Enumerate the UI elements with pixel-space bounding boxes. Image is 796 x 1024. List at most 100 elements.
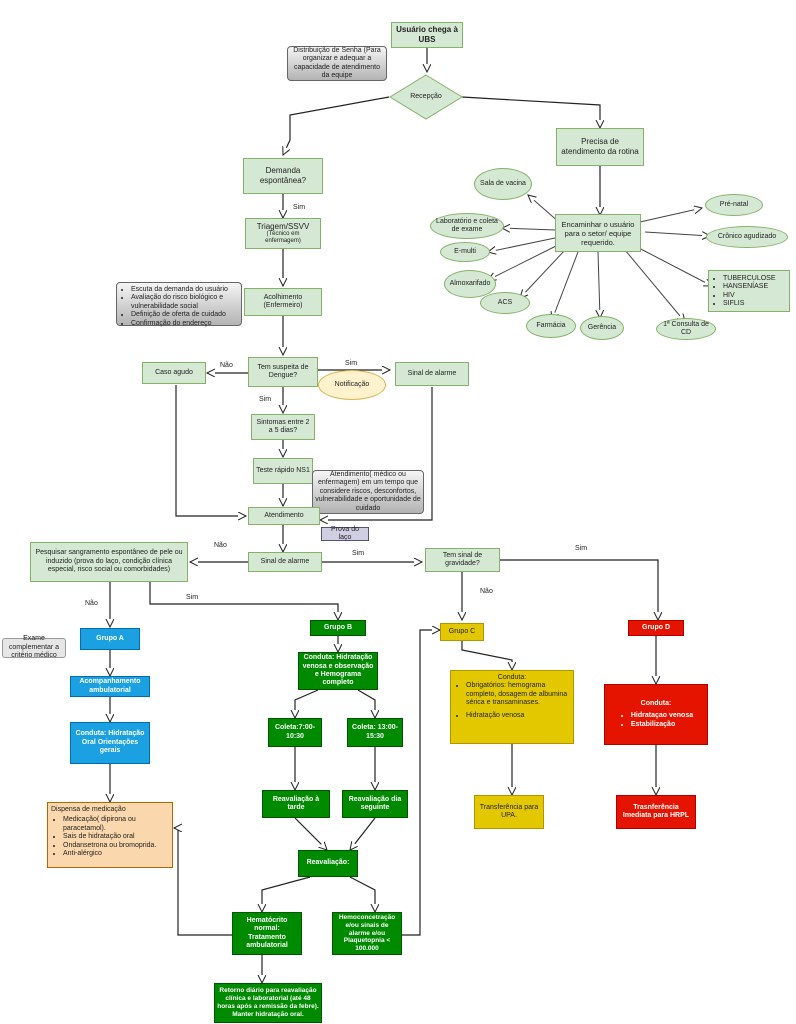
reeval-next-day-label: Reavaliação dia seguinte	[348, 795, 402, 811]
bleeding-check-label: Pesquisar sangramento espontâneo de pele…	[35, 549, 183, 574]
reception-tasks-note: Escuta da demanda do usuário Avaliação d…	[116, 282, 242, 328]
normal-hematocrit-node: Hematócrito normal: Tratamento ambulator…	[232, 912, 302, 955]
emulti-label: E-multi	[454, 247, 476, 255]
disease-item: HANSENÍASE	[723, 283, 776, 291]
vaccine-room-label: Sala de vacina	[480, 179, 526, 187]
conduct-d-title: Conduta:	[640, 699, 672, 707]
group-a-label: Grupo A	[96, 634, 124, 642]
disease-item: TUBERCULOSE	[723, 275, 776, 283]
notification-node: Notificação	[318, 370, 386, 400]
label-nao-severity: Não	[480, 588, 493, 595]
conduct-c-title: Conduta:	[497, 674, 527, 681]
severity-node: Tem sinal de gravidade?	[425, 548, 500, 572]
group-d-label: Grupo D	[642, 623, 670, 631]
collection-afternoon-node: Coleta: 13:00- 15:30	[347, 718, 403, 747]
management-node: Gerência	[580, 316, 624, 340]
laboratory-label: Laboratório e coleta de exame	[436, 217, 498, 233]
conduct-d-node: Conduta: Hidrataçao venosa Estabilização	[604, 684, 708, 745]
diseases-node: TUBERCULOSE HANSENÍASE HIV SIFLIS	[708, 270, 790, 312]
notification-label: Notificação	[334, 380, 370, 388]
reeval-afternoon-node: Reavaliação à tarde	[262, 790, 330, 818]
conduct-b-node: Conduta: Hidratação venosa e observação …	[298, 652, 378, 690]
conduct-c-item: Obrigatórios: hemograma completo, dosage…	[466, 682, 570, 707]
conduct-c-item: Hidratação venosa	[466, 712, 570, 720]
medication-item: Ondansetrona ou bromoprida.	[63, 842, 169, 850]
bleeding-check-node: Pesquisar sangramento espontâneo de pele…	[30, 542, 188, 582]
conduct-d-list: Hidrataçao venosa Estabilização	[619, 712, 693, 729]
hemoconcentration-label: Hemoconcetração e/ou sinais de alarme e/…	[338, 914, 396, 953]
conduct-a-label: Conduta: Hidratação Oral Orientações ger…	[75, 730, 145, 755]
medication-item: Medicação( dipirona ou paracetamol).	[63, 816, 169, 833]
symptoms-node: Sintomas entre 2 a 5 dias?	[251, 414, 315, 440]
medication-dispense-title: Dispensa de medicação	[51, 806, 126, 813]
conduct-b-label: Conduta: Hidratação venosa e observação …	[302, 654, 374, 687]
password-distribution-note: Distribuição de Senha (Para organizar e …	[287, 46, 387, 81]
label-nao-alarm: Não	[214, 542, 227, 549]
hrpl-transfer-label: Trasnferência Imediata para HRPL	[622, 803, 690, 819]
route-patient-node: Encaminhar o usuário para o setor/ equip…	[555, 214, 641, 252]
pharmacy-node: Farmácia	[526, 314, 576, 338]
tourniquet-test-label: Prova do laço	[330, 525, 360, 541]
label-nao-dengue: Não	[220, 362, 233, 369]
label-sim-symptoms: Sim	[259, 396, 272, 403]
chronic-node: Crônico agudizado	[706, 226, 788, 248]
routine-care-label: Precisa de atendimento da rotina	[561, 137, 639, 156]
group-a-node: Grupo A	[80, 628, 140, 650]
extra-exam-text: Exame complementar a critério médico	[8, 635, 60, 660]
conduct-c-list: Obrigatórios: hemograma completo, dosage…	[454, 682, 570, 720]
spontaneous-demand-node: Demanda espontânea?	[243, 158, 323, 194]
vaccine-room-node: Sala de vacina	[474, 168, 532, 200]
conduct-c-node: Conduta: Obrigatórios: hemograma complet…	[450, 670, 574, 744]
reeval-next-day-node: Reavaliação dia seguinte	[342, 790, 408, 818]
dengue-suspicion-label: Tem suspeita de Dengue?	[257, 363, 309, 379]
outpatient-followup-node: Acompanhamento ambulatorial	[70, 676, 150, 697]
extra-exam-note: Exame complementar a critério médico	[2, 635, 66, 660]
outpatient-followup-label: Acompanhamento ambulatorial	[79, 678, 141, 694]
diseases-list: TUBERCULOSE HANSENÍASE HIV SIFLIS	[711, 275, 776, 309]
acs-label: ACS	[497, 298, 513, 306]
conduct-d-item: Estabilização	[631, 721, 693, 729]
disease-item: HIV	[723, 292, 776, 300]
daily-return-label: Retorno diário para reavaliação clínica …	[217, 987, 319, 1018]
emulti-node: E-multi	[440, 242, 490, 262]
acute-case-node: Caso agudo	[142, 362, 206, 384]
child-consult-label: 1ª Consulta de CD	[663, 320, 709, 336]
normal-hematocrit-label: Hematócrito normal: Tratamento ambulator…	[246, 916, 288, 949]
prenatal-label: Pré-natal	[719, 200, 749, 208]
triage-title: Triagem/SSVV	[256, 221, 310, 231]
hrpl-transfer-node: Trasnferência Imediata para HRPL	[616, 795, 696, 829]
medication-item: Anti-alérgico	[63, 850, 169, 858]
reception-task-item: Definição de oferta de cuidado	[131, 311, 239, 319]
medication-list: Medicação( dipirona ou paracetamol). Sai…	[51, 816, 169, 858]
tourniquet-test-node: Prova do laço	[321, 525, 369, 541]
rapid-test-node: Teste rápido NS1	[253, 458, 313, 484]
spontaneous-demand-label: Demanda espontânea?	[259, 166, 307, 185]
user-arrives-node: Usuário chega à UBS	[391, 22, 463, 48]
route-patient-label: Encaminhar o usuário para o setor/ equip…	[561, 219, 635, 247]
triage-subtitle: (Técnico em enfermagem)	[265, 231, 301, 245]
medication-dispense-node: Dispensa de medicação Medicação( dipiron…	[47, 802, 173, 868]
care-time-note: Atendimento( médico ou enfermagem) em um…	[312, 470, 424, 514]
care-label: Atendimento	[264, 511, 304, 519]
medication-item: Sais de hidratação oral	[63, 833, 169, 841]
collection-morning-label: Coleta:7:00- 10:30	[274, 724, 316, 740]
acute-case-label: Caso agudo	[155, 368, 193, 376]
rapid-test-label: Teste rápido NS1	[256, 466, 310, 474]
hemoconcentration-node: Hemoconcetração e/ou sinais de alarme e/…	[332, 912, 402, 955]
acs-node: ACS	[480, 292, 530, 314]
upa-transfer-node: Transferência para UPA.	[474, 795, 544, 829]
reception-node: Recepção	[389, 74, 463, 120]
label-sim-severity: Sim	[575, 545, 588, 552]
laboratory-node: Laboratório e coleta de exame	[430, 213, 504, 239]
child-consult-node: 1ª Consulta de CD	[656, 318, 716, 340]
daily-return-node: Retorno diário para reavaliação clínica …	[214, 983, 322, 1023]
disease-item: SIFLIS	[723, 300, 776, 308]
reception-tasks-list: Escuta da demanda do usuário Avaliação d…	[119, 286, 239, 328]
prenatal-node: Pré-natal	[705, 194, 763, 216]
reception-task-item: Confirmação do endereço	[131, 320, 239, 328]
alarm-sign-top-label: Sinal de alarme	[407, 369, 457, 377]
group-b-label: Grupo B	[324, 623, 352, 631]
reception-diamond	[389, 74, 463, 120]
collection-morning-node: Coleta:7:00- 10:30	[268, 718, 322, 747]
